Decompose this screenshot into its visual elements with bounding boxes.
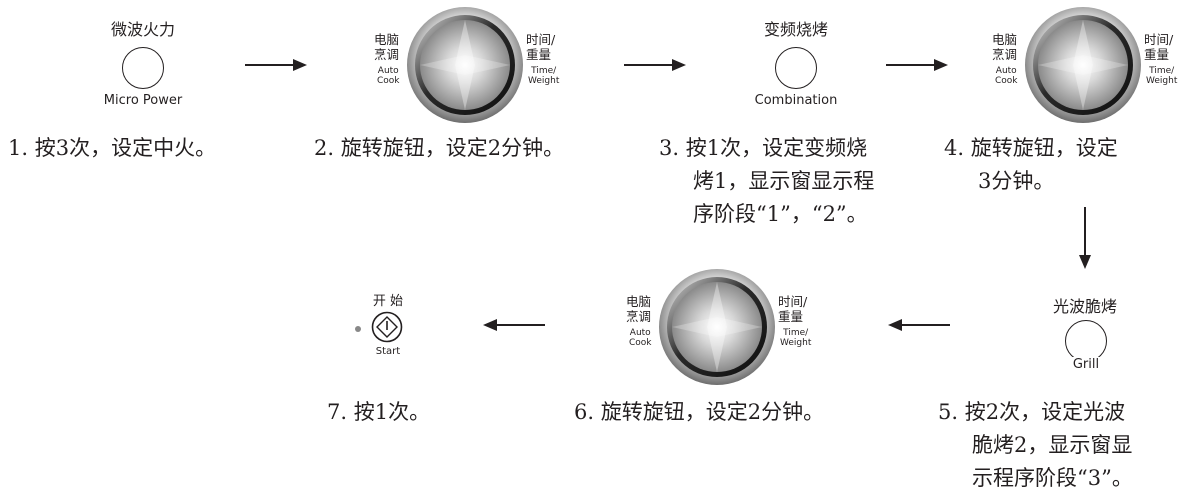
arrow-icon (245, 59, 307, 71)
step-6-caption: 6. 旋转旋钮，设定2分钟。 (574, 400, 825, 424)
knob-left-cn: 电脑烹调 (626, 294, 652, 324)
micro-power-en-label: Micro Power (103, 93, 183, 108)
step-1-caption: 1. 按3次，设定中火。 (8, 136, 217, 160)
arrow-icon (888, 319, 950, 331)
knob-right-cn: 时间/重量 (1144, 32, 1174, 62)
step-3-caption: 3. 按1次，设定变频烧 烤1，显示窗显示程 序阶段“1”，“2”。 (659, 136, 875, 226)
step-7-caption: 7. 按1次。 (327, 400, 431, 424)
combination-en-label: Combination (754, 93, 838, 108)
micro-power-cn-label: 微波火力 (110, 20, 175, 39)
dial-knob-icon[interactable] (404, 6, 526, 124)
knob-right-en: Time/Weight (1146, 66, 1178, 86)
arrow-icon (1079, 207, 1091, 269)
arrow-icon (886, 59, 948, 71)
step-2-caption: 2. 旋转旋钮，设定2分钟。 (314, 136, 565, 160)
grill-button[interactable] (1065, 320, 1107, 362)
knob-left-cn: 电脑烹调 (992, 32, 1018, 62)
knob-right-cn: 时间/重量 (526, 32, 556, 62)
micro-power-button[interactable] (122, 47, 164, 89)
knob-right-en: Time/Weight (780, 328, 812, 348)
grill-en-label: Grill (1046, 357, 1126, 372)
start-cn-label: 开 始 (372, 294, 404, 309)
grill-cn-label: 光波脆烤 (1052, 297, 1117, 316)
step-4-caption: 4. 旋转旋钮，设定 3分钟。 (944, 136, 1118, 193)
dial-knob-icon[interactable] (656, 268, 778, 386)
combination-button[interactable] (775, 47, 817, 89)
step-5-caption: 5. 按2次，设定光波 脆烤2，显示窗显 示程序阶段“3”。 (938, 400, 1133, 490)
arrow-icon (624, 59, 686, 71)
knob-right-cn: 时间/重量 (778, 294, 808, 324)
start-button[interactable] (371, 311, 403, 343)
start-diamond-icon (371, 311, 403, 343)
knob-right-en: Time/Weight (528, 66, 560, 86)
dial-knob-icon[interactable] (1022, 6, 1144, 124)
combination-cn-label: 变频烧烤 (763, 20, 828, 39)
start-en-label: Start (375, 346, 401, 357)
indicator-dot-icon (355, 326, 361, 332)
arrow-icon (483, 319, 545, 331)
knob-left-cn: 电脑烹调 (374, 32, 400, 62)
